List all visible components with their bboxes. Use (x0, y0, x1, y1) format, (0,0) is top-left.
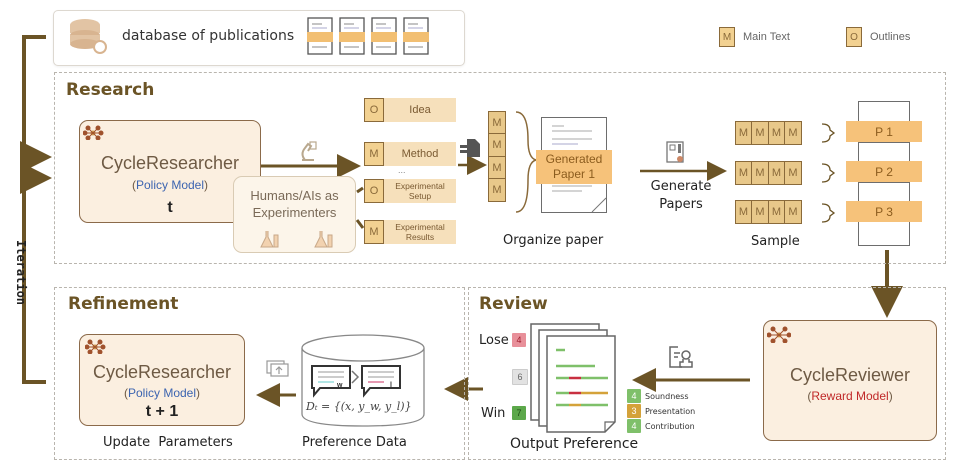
mid-score: 6 (512, 369, 528, 385)
lose-tag: l (390, 382, 392, 389)
publication-doc-icon (371, 17, 397, 55)
sample-label: Sample (751, 234, 800, 249)
paper-lines (552, 125, 606, 212)
sample-brace-2 (821, 163, 836, 183)
experimenters-to-setup-connector (356, 186, 364, 194)
legend-outlines: O Outlines (846, 27, 910, 47)
publication-doc-icon (403, 17, 429, 55)
preference-formula: Dₜ = {(x, y_w, y_l)} (306, 400, 412, 413)
network-icon (85, 339, 106, 354)
publication-doc-icon (339, 17, 365, 55)
researcher-time: t (167, 199, 173, 216)
database-search-icon (70, 19, 107, 54)
iteration-label: Iteration (14, 240, 28, 306)
organize-paper-label: Organize paper (503, 233, 604, 248)
reviewer-stamp-icon (669, 346, 693, 368)
researcher-next-name: CycleResearcher (92, 362, 232, 382)
reviewer-name: CycleReviewer (789, 365, 911, 385)
win-score: 7 (512, 406, 526, 420)
paper-generation-icon (666, 141, 684, 163)
database-label: database of publications (122, 28, 295, 44)
organize-main-text-column: M M M M (488, 110, 506, 202)
upload-icon (266, 360, 289, 377)
sample-brace-3 (821, 203, 836, 223)
experimenters-label: Humans/AIs as Experimenters (250, 188, 339, 220)
research-section (54, 72, 946, 264)
sample-paper-1-label: P 1 (846, 121, 922, 142)
output-preference-label: Output Preference (510, 436, 639, 452)
update-parameters-label: Update Parameters (103, 435, 233, 450)
database-loop-arrow (20, 35, 52, 173)
legend-main-text-symbol: M (719, 27, 735, 47)
research-title: Research (66, 80, 155, 100)
iteration-arrow (20, 162, 52, 384)
sample-paper-3-doc (858, 182, 910, 202)
output-method: M Method (364, 142, 456, 166)
microscope-icon (301, 141, 317, 161)
win-label: Win (481, 406, 506, 421)
review-docs-stack (530, 323, 616, 433)
sample-paper-3-label: P 3 (846, 201, 922, 222)
win-tag: w (337, 382, 343, 389)
refinement-section (54, 287, 465, 460)
cycle-researcher-box: CycleResearcher (Policy Model) t (79, 120, 261, 223)
merge-docs-icon (460, 139, 480, 157)
database-panel: database of publications (53, 10, 465, 66)
publication-doc-icon (307, 17, 333, 55)
network-icon (767, 326, 791, 343)
reviewer-role: (Reward Model) (807, 389, 893, 403)
output-idea: O Idea (364, 98, 456, 122)
researcher-next-role: (Policy Model) (123, 386, 201, 400)
preference-data-label: Preference Data (302, 435, 407, 450)
legend-main-text-label: Main Text (743, 31, 790, 43)
review-title: Review (479, 294, 548, 314)
researcher-name: CycleResearcher (100, 153, 240, 173)
researcher-role: (Policy Model) (131, 178, 209, 192)
output-experimental-setup: O Experimental Setup (364, 179, 456, 203)
legend-main-text: M Main Text (719, 27, 790, 47)
cycle-reviewer-box: CycleReviewer (Reward Model) (763, 320, 937, 441)
legend-outlines-symbol: O (846, 27, 862, 47)
cycle-researcher-next-box: CycleResearcher (Policy Model) t + 1 (79, 334, 245, 426)
sample-paper-2-label: P 2 (846, 161, 922, 182)
output-experimental-results: M Experimental Results (364, 220, 456, 244)
network-icon (83, 125, 104, 140)
sample-brace-1 (821, 123, 836, 143)
flask-icon (314, 231, 333, 248)
lose-score: 4 (512, 333, 526, 347)
experimenters-box: Humans/AIs as Experimenters (233, 176, 356, 253)
outputs-ellipsis: ... (398, 165, 406, 175)
sample-paper-end-doc (858, 222, 910, 246)
preference-database-icon (301, 334, 425, 427)
legend-outlines-label: Outlines (870, 31, 911, 43)
publication-stack (307, 17, 429, 55)
refinement-title: Refinement (68, 294, 179, 314)
review-section (468, 287, 946, 460)
lose-label: Lose (479, 333, 509, 348)
experimenters-to-results-connector (355, 219, 365, 229)
sample-paper-2-doc (858, 142, 910, 162)
researcher-next-time: t + 1 (145, 403, 179, 420)
flask-icon (260, 231, 279, 248)
